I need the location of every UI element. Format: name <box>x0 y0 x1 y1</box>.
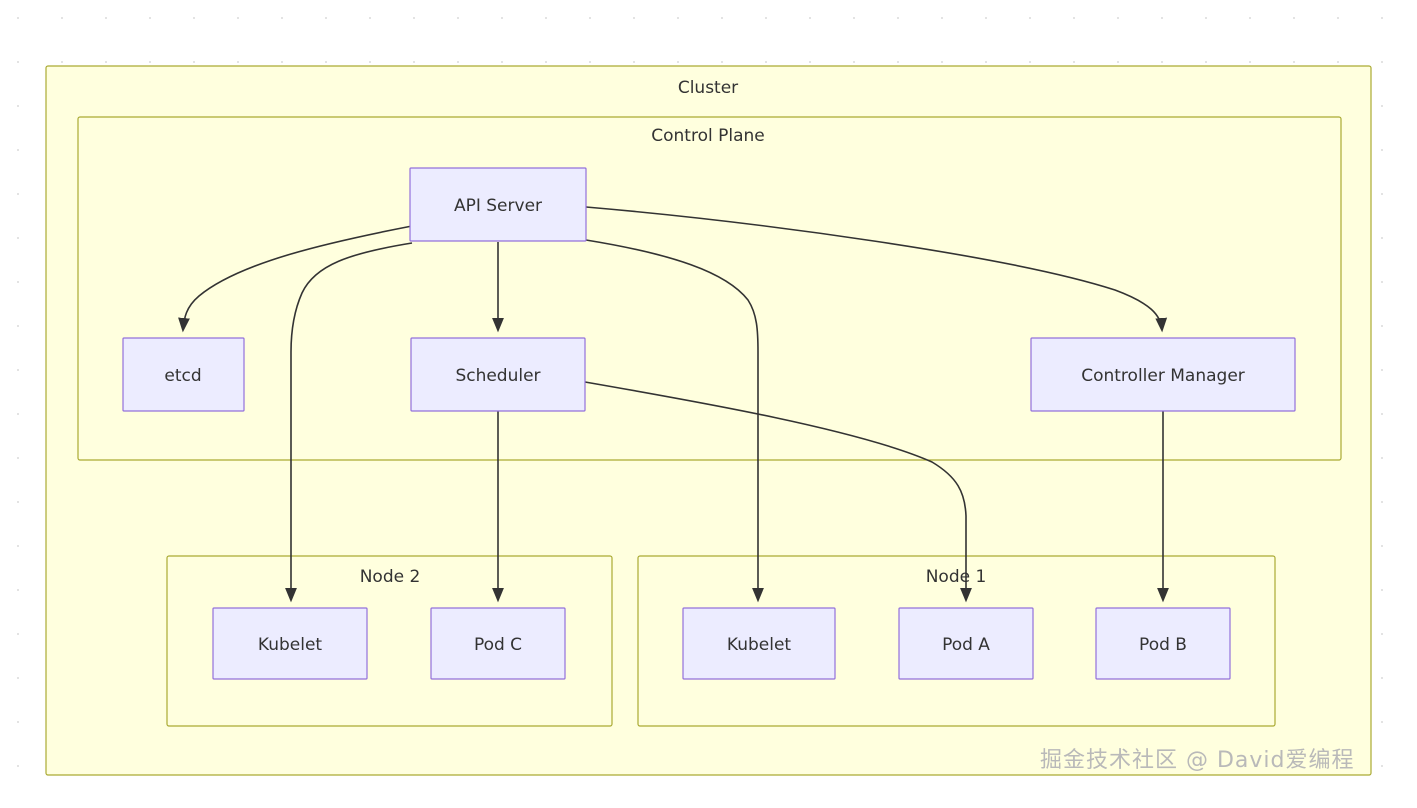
node-scheduler-label: Scheduler <box>455 366 540 386</box>
subgraph-control-plane[interactable]: Control Plane <box>77 116 1342 461</box>
node-scheduler[interactable]: Scheduler <box>410 337 586 412</box>
node-scheduler-rect <box>410 337 586 412</box>
node-pod-b[interactable]: Pod B <box>1095 607 1231 680</box>
subgraph-cluster-label: Cluster <box>678 78 738 98</box>
edge-api-to-kubelet-node2 <box>285 242 413 603</box>
node-etcd[interactable]: etcd <box>122 337 245 412</box>
node-kubelet-node1-rect <box>682 607 836 680</box>
node-etcd-rect <box>122 337 245 412</box>
node-api-server-rect <box>409 167 587 242</box>
node-api-server-label: API Server <box>454 196 542 216</box>
node-kubelet-node1-label: Kubelet <box>727 635 792 655</box>
edges-layer <box>178 206 1169 603</box>
edge-scheduler-to-pod-a <box>584 381 972 603</box>
node-api-server[interactable]: API Server <box>409 167 587 242</box>
node-pod-a[interactable]: Pod A <box>898 607 1034 680</box>
subgraph-node1-label: Node 1 <box>926 567 987 587</box>
node-pod-b-rect <box>1095 607 1231 680</box>
node-kubelet-node2[interactable]: Kubelet <box>212 607 368 680</box>
node-pod-c-rect <box>430 607 566 680</box>
node-pod-c-label: Pod C <box>474 635 522 655</box>
node-pod-b-label: Pod B <box>1139 635 1187 655</box>
subgraph-control-plane-label: Control Plane <box>651 126 764 146</box>
node-controller-manager[interactable]: Controller Manager <box>1030 337 1296 412</box>
subgraph-node2-label: Node 2 <box>360 567 421 587</box>
node-kubelet-node2-rect <box>212 607 368 680</box>
node-controller-manager-label: Controller Manager <box>1081 366 1245 386</box>
node-pod-a-label: Pod A <box>942 635 990 655</box>
edge-api-to-kubelet-node1 <box>585 239 764 603</box>
node-pod-c[interactable]: Pod C <box>430 607 566 680</box>
edge-api-to-controller-manager <box>585 206 1168 333</box>
node-etcd-label: etcd <box>164 366 201 386</box>
node-kubelet-node1[interactable]: Kubelet <box>682 607 836 680</box>
node-pod-a-rect <box>898 607 1034 680</box>
edge-api-to-etcd <box>178 225 413 333</box>
node-kubelet-node2-label: Kubelet <box>258 635 323 655</box>
node-controller-manager-rect <box>1030 337 1296 412</box>
watermark-text: 掘金技术社区 @ David爱编程 <box>1040 748 1355 773</box>
subgraph-control-plane-rect <box>77 116 1342 461</box>
